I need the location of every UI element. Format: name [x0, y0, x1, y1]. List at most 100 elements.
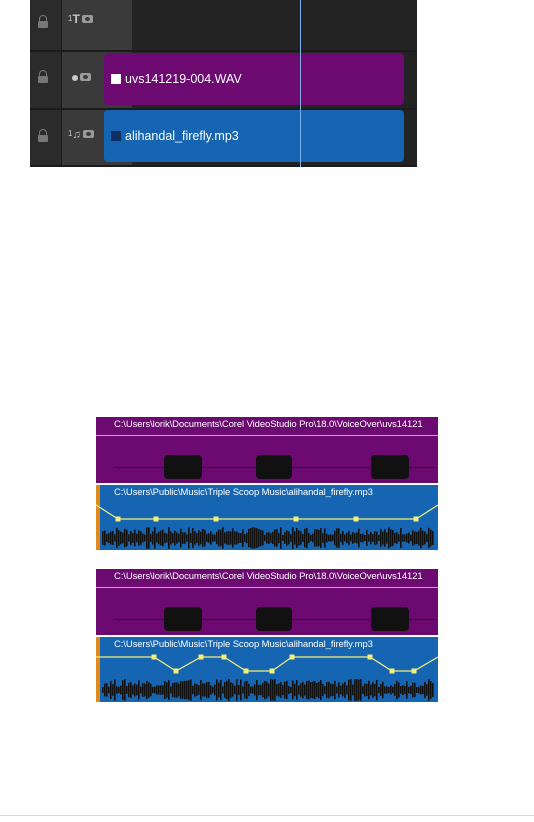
music-waveform-bar — [276, 529, 278, 547]
music-track-header[interactable]: 1♫ — [68, 127, 94, 141]
music-waveform-bar — [176, 532, 178, 544]
title-track-header[interactable]: 1T — [68, 12, 93, 26]
music-waveform-bar — [330, 534, 332, 542]
visibility-icon[interactable] — [82, 130, 94, 138]
music-waveform-bar — [170, 686, 172, 694]
music-waveform-bar — [342, 531, 344, 545]
music-waveform-bar — [266, 532, 268, 544]
music-waveform-bar — [136, 684, 138, 696]
panel-graphics — [96, 569, 438, 702]
volume-keyframe[interactable] — [411, 668, 417, 674]
music-waveform-bar — [426, 684, 428, 696]
volume-keyframe[interactable] — [389, 668, 395, 674]
lock-icon[interactable] — [38, 129, 48, 142]
music-waveform-bar — [176, 682, 178, 698]
audio-panel-2: C:\Users\lorik\Documents\Corel VideoStud… — [96, 569, 438, 702]
music-waveform-bar — [134, 683, 136, 697]
volume-keyframe[interactable] — [293, 516, 299, 522]
music-waveform-bar — [304, 684, 306, 696]
music-waveform-bar — [130, 682, 132, 698]
music-waveform-bar — [162, 529, 164, 547]
music-waveform-bar — [396, 532, 398, 544]
music-waveform-bar — [316, 529, 318, 547]
music-waveform-bar — [184, 680, 186, 700]
volume-keyframe[interactable] — [153, 516, 159, 522]
voice-waveform-segment — [256, 455, 292, 479]
music-waveform-bar — [266, 681, 268, 699]
volume-keyframe[interactable] — [289, 654, 295, 660]
music-waveform-bar — [340, 685, 342, 695]
music-waveform-bar — [164, 681, 166, 699]
lock-icon[interactable] — [38, 15, 48, 28]
music-waveform-bar — [174, 682, 176, 698]
music-waveform-bar — [110, 681, 112, 699]
visibility-icon[interactable] — [81, 15, 93, 23]
volume-keyframe[interactable] — [151, 654, 157, 660]
music-clip[interactable]: alihandal_firefly.mp3 — [104, 110, 404, 162]
music-waveform-bar — [376, 679, 378, 701]
volume-keyframe[interactable] — [198, 654, 204, 660]
music-waveform-bar — [202, 528, 204, 548]
track-separator — [30, 165, 417, 167]
volume-keyframe[interactable] — [115, 516, 121, 522]
music-waveform-bar — [386, 532, 388, 544]
music-waveform-bar — [252, 527, 254, 549]
music-waveform-bar — [296, 680, 298, 700]
volume-keyframe[interactable] — [353, 516, 359, 522]
music-waveform-bar — [182, 681, 184, 699]
music-waveform-bar — [364, 683, 366, 697]
music-waveform-bar — [180, 681, 182, 699]
music-waveform-bar — [216, 531, 218, 545]
volume-keyframe[interactable] — [173, 668, 179, 674]
clip-start-marker — [96, 637, 100, 702]
music-waveform-bar — [204, 683, 206, 697]
music-waveform-bar — [400, 527, 402, 549]
music-waveform-bar — [334, 680, 336, 700]
music-waveform-bar — [284, 681, 286, 699]
music-waveform-bar — [240, 679, 242, 701]
music-waveform-bar — [350, 534, 352, 542]
music-waveform-bar — [288, 685, 290, 695]
music-waveform-bar — [244, 533, 246, 543]
voice-track-header[interactable] — [68, 70, 91, 84]
music-waveform-bar — [332, 534, 334, 542]
music-waveform-bar — [274, 529, 276, 547]
music-waveform-bar — [394, 532, 396, 544]
volume-keyframe[interactable] — [213, 516, 219, 522]
music-waveform-bar — [368, 680, 370, 700]
voice-file-path: C:\Users\lorik\Documents\Corel VideoStud… — [114, 419, 423, 430]
music-waveform-bar — [398, 534, 400, 542]
music-waveform-bar — [194, 683, 196, 697]
music-waveform-bar — [238, 684, 240, 696]
volume-keyframe[interactable] — [367, 654, 373, 660]
voice-waveform-segment — [164, 607, 202, 631]
music-waveform-bar — [348, 531, 350, 545]
volume-keyframe[interactable] — [243, 668, 249, 674]
music-waveform-bar — [250, 528, 252, 548]
volume-keyframe[interactable] — [269, 668, 275, 674]
music-waveform-bar — [130, 531, 132, 545]
music-waveform-bar — [412, 530, 414, 546]
music-waveform-bar — [352, 532, 354, 544]
music-waveform-bar — [180, 528, 182, 548]
music-waveform-bar — [374, 531, 376, 545]
title-icon: T — [72, 12, 80, 26]
music-waveform-bar — [292, 527, 294, 549]
music-waveform-bar — [356, 532, 358, 544]
voice-clip[interactable]: uvs141219-004.WAV — [104, 53, 404, 105]
lock-icon[interactable] — [38, 70, 48, 83]
visibility-icon[interactable] — [80, 73, 91, 81]
music-waveform-bar — [370, 531, 372, 545]
music-waveform-bar — [248, 528, 250, 548]
music-waveform-bar — [248, 683, 250, 697]
playhead[interactable] — [300, 0, 301, 167]
music-waveform-bar — [428, 527, 430, 549]
volume-keyframe[interactable] — [413, 516, 419, 522]
music-waveform-bar — [114, 534, 116, 542]
music-waveform-bar — [392, 686, 394, 694]
music-waveform-bar — [144, 683, 146, 697]
music-waveform-bar — [402, 684, 404, 696]
music-waveform-bar — [402, 534, 404, 542]
volume-keyframe[interactable] — [221, 654, 227, 660]
music-waveform-bar — [106, 534, 108, 542]
